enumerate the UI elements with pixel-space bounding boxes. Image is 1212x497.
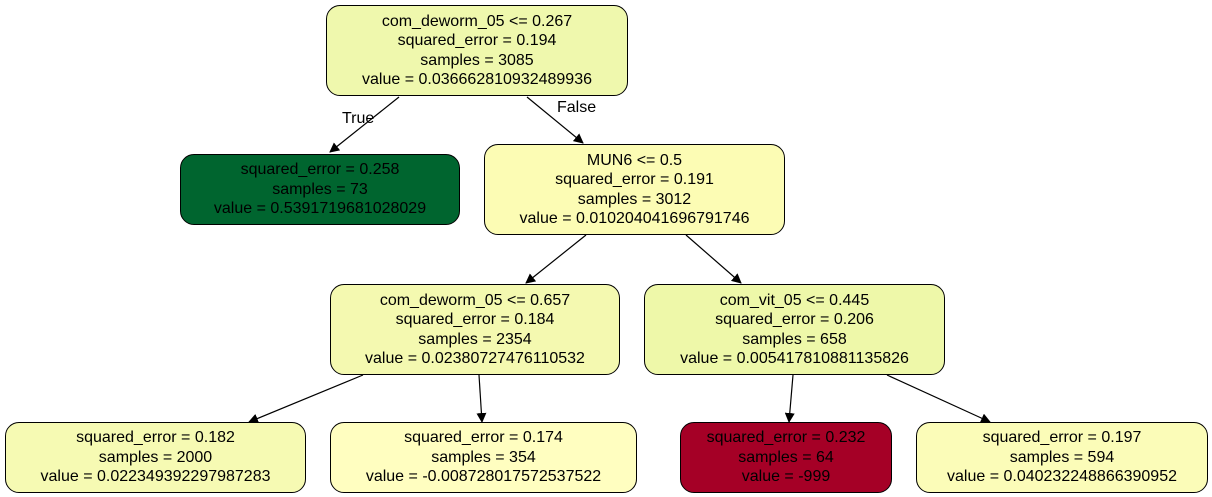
leaf-c-samples: samples = 64: [738, 448, 834, 466]
root-value: value = 0.036662810932489936: [362, 71, 592, 88]
leaf-b-value: value = -0.008728017572537522: [365, 468, 602, 486]
deworm2-node: com_deworm_05 <= 0.657 squared_error = 0…: [330, 284, 620, 375]
vit-node: com_vit_05 <= 0.445 squared_error = 0.20…: [644, 284, 945, 375]
leaf-top-squared-error: squared_error = 0.258: [240, 161, 400, 179]
leaf-a-value: value = 0.022349392297987283: [40, 468, 271, 486]
leaf-node-b: squared_error = 0.174 samples = 354 valu…: [330, 422, 637, 493]
root-split-rule: com_deworm_05 <= 0.267: [381, 12, 573, 30]
leaf-c-squared-error: squared_error = 0.232: [706, 429, 866, 447]
leaf-a-samples: samples = 2000: [98, 448, 213, 466]
edge-root-to-mun6: [526, 96, 584, 144]
tree-edges: [248, 96, 991, 424]
leaf-c-value: value = -999: [741, 468, 831, 486]
leaf-node-c: squared_error = 0.232 samples = 64 value…: [680, 422, 892, 493]
vit-squared-error: squared_error = 0.206: [715, 311, 874, 328]
leaf-node-top: squared_error = 0.258 samples = 73 value…: [180, 154, 460, 225]
leaf-d-squared-error: squared_error = 0.197: [982, 429, 1142, 447]
leaf-b-squared-error: squared_error = 0.174: [404, 429, 563, 447]
leaf-d-samples: samples = 594: [1009, 448, 1115, 466]
deworm2-squared-error: squared_error = 0.184: [395, 311, 555, 328]
leaf-node-d: squared_error = 0.197 samples = 594 valu…: [916, 422, 1208, 493]
vit-value: value = 0.005417810881135826: [680, 350, 909, 367]
false-edge-label: False: [557, 99, 597, 116]
mun6-node: MUN6 <= 0.5 squared_error = 0.191 sample…: [484, 144, 785, 235]
edge-vit-to-leaf-c: [784, 374, 795, 423]
edge-vit-to-leaf-d: [886, 374, 991, 423]
leaf-top-value: value = 0.5391719681028029: [213, 200, 427, 218]
deworm2-value: value = 0.02380727476110532: [365, 350, 585, 367]
root-samples: samples = 3085: [420, 51, 534, 69]
edge-deworm2-to-leaf-a: [248, 374, 364, 424]
edge-deworm2-to-leaf-b: [476, 374, 487, 423]
mun6-squared-error: squared_error = 0.191: [555, 171, 714, 188]
leaf-d-value: value = 0.040232248866390952: [947, 468, 1177, 486]
edge-mun6-to-vit: [685, 234, 742, 284]
root-squared-error: squared_error = 0.194: [397, 32, 557, 49]
edge-root-to-leaf-top: [329, 96, 400, 153]
leaf-b-samples: samples = 354: [431, 448, 536, 466]
vit-split-rule: com_vit_05 <= 0.445: [719, 291, 870, 309]
mun6-split-rule: MUN6 <= 0.5: [586, 151, 683, 169]
deworm2-split-rule: com_deworm_05 <= 0.657: [379, 291, 571, 309]
mun6-value: value = 0.010204041696791746: [519, 210, 750, 227]
true-edge-label: True: [342, 110, 375, 127]
leaf-top-samples: samples = 73: [272, 180, 368, 198]
leaf-node-a: squared_error = 0.182 samples = 2000 val…: [5, 422, 306, 493]
leaf-a-squared-error: squared_error = 0.182: [76, 429, 235, 447]
mun6-samples: samples = 3012: [577, 190, 692, 208]
vit-samples: samples = 658: [742, 330, 847, 348]
root-node: com_deworm_05 <= 0.267 squared_error = 0…: [326, 5, 628, 96]
deworm2-samples: samples = 2354: [418, 330, 532, 348]
edge-mun6-to-deworm2: [525, 234, 587, 284]
